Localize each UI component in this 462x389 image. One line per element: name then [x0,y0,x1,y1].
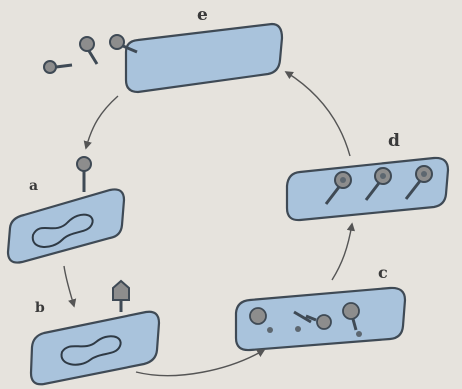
released-phage [44,61,72,73]
label-stage-c: c [378,263,388,282]
arrow-d-to-e [286,72,350,156]
stage-e-cell [126,24,282,92]
arrow-e-to-a [86,96,118,148]
arrow-a-to-b [64,266,74,306]
label-stage-a: a [29,178,38,194]
arrow-c-to-d [332,224,352,280]
attaching-phage [77,157,91,192]
released-phage [80,37,97,64]
stage-a-cell [8,189,124,262]
empty-phage-capsid [113,281,129,312]
label-stage-d: d [388,131,400,151]
label-stage-e: e [197,5,208,25]
label-stage-b: b [35,300,45,316]
